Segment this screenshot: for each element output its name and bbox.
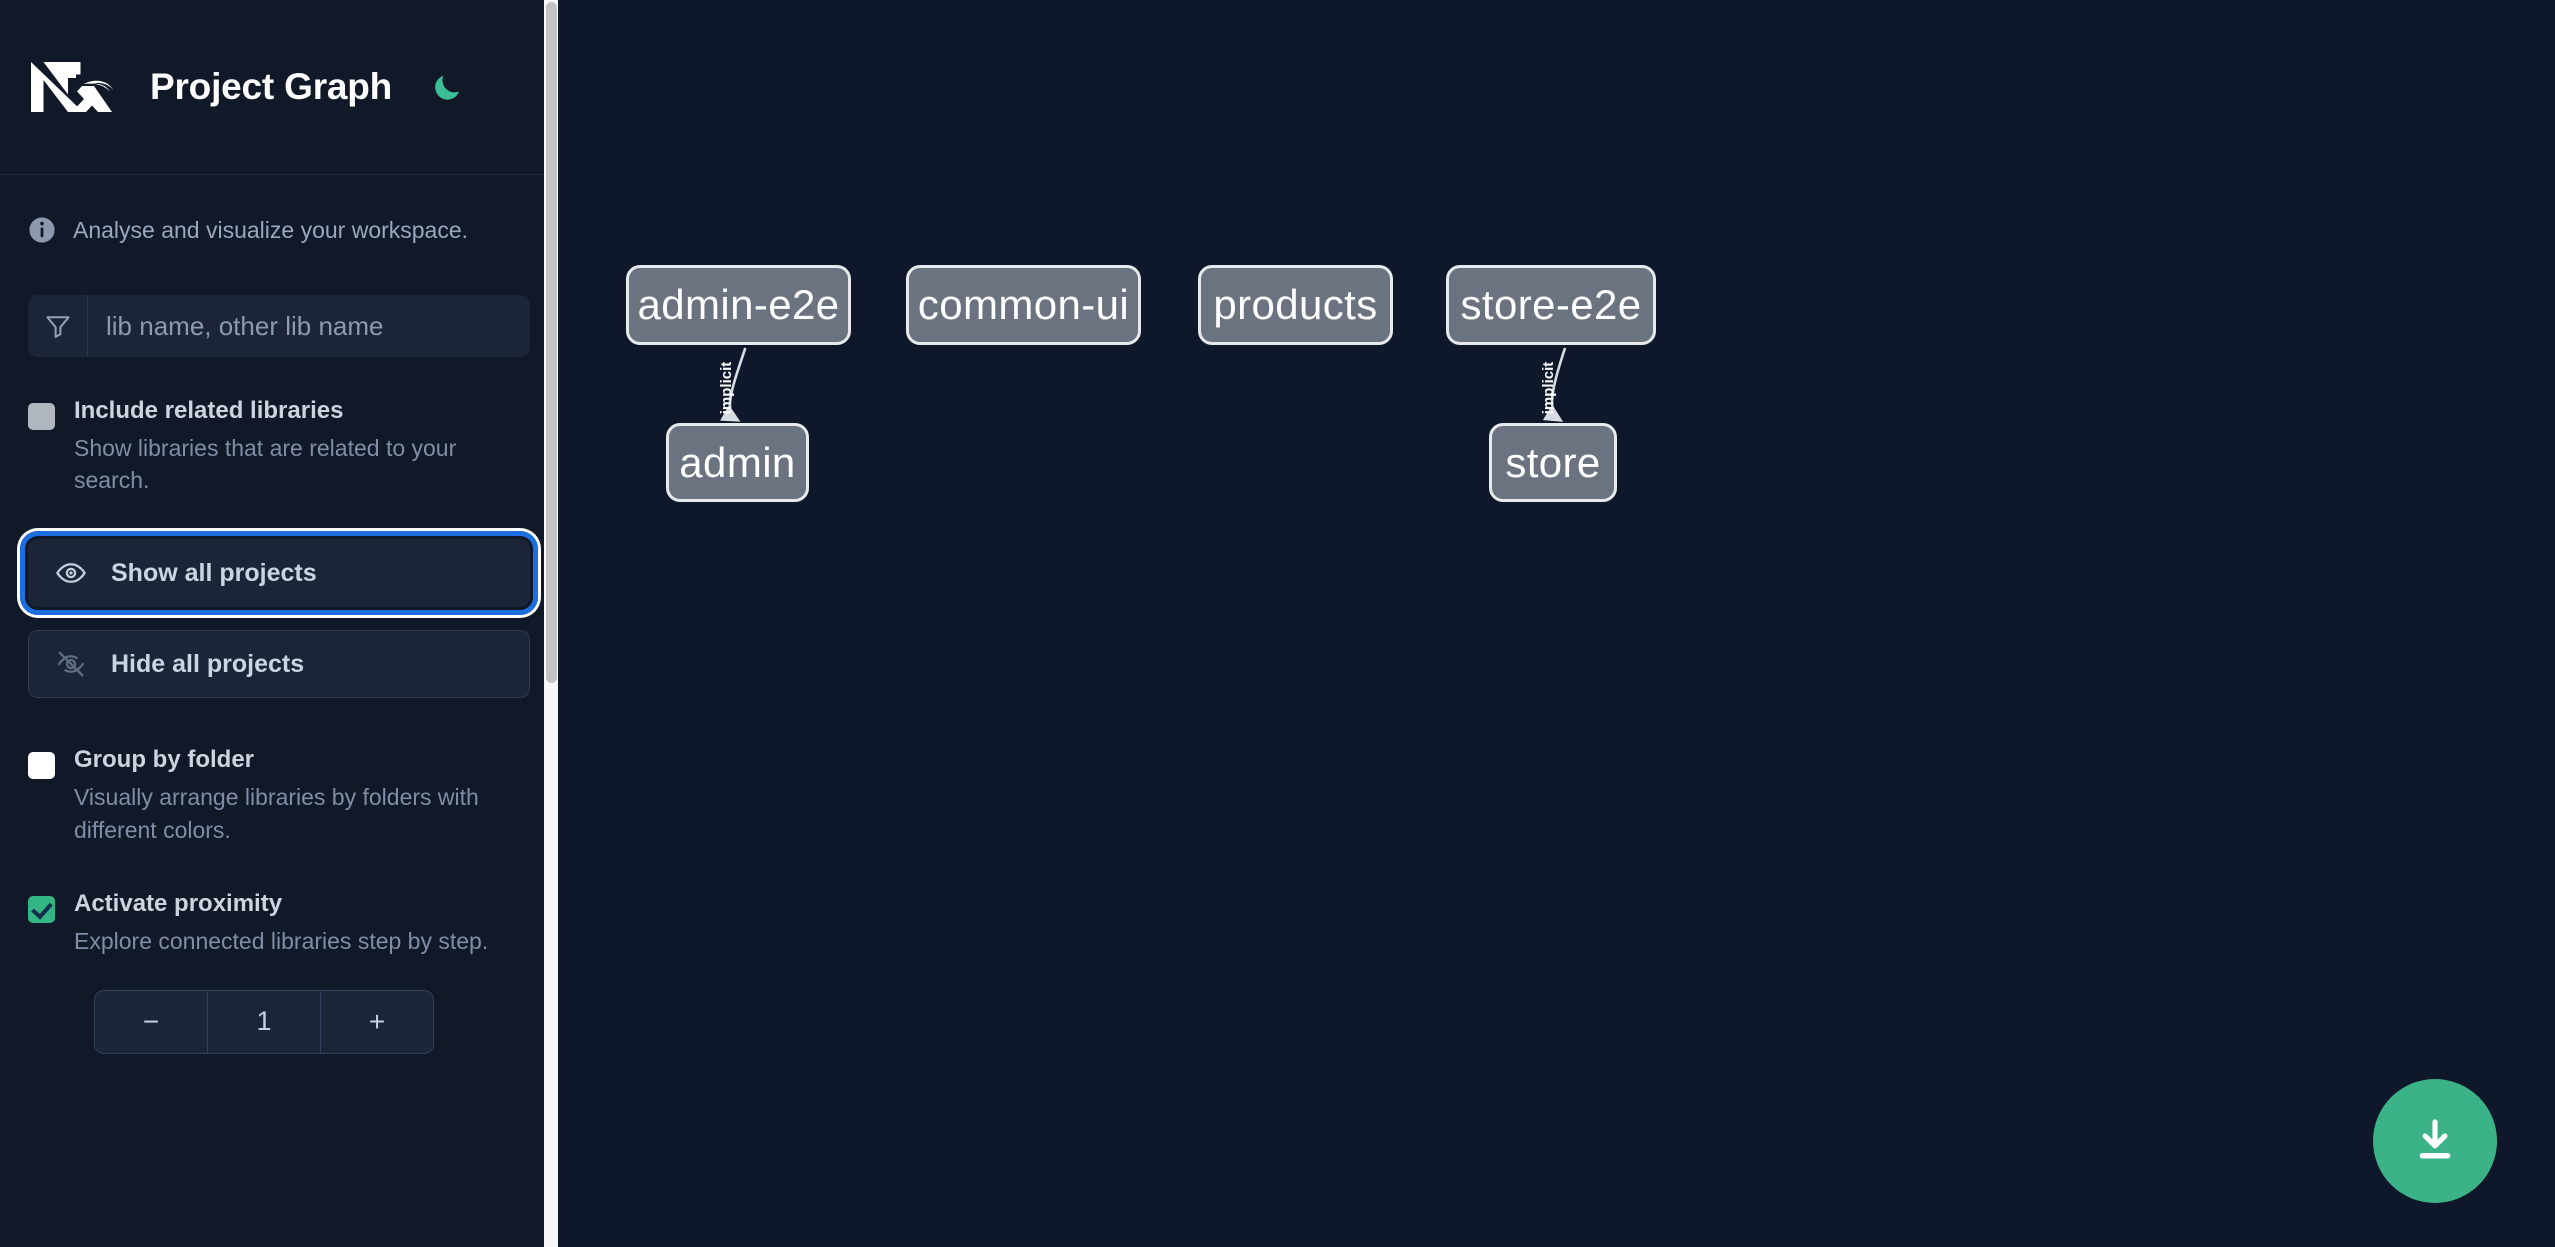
graph-node-store[interactable]: store xyxy=(1489,423,1617,502)
download-graph-button[interactable] xyxy=(2373,1079,2497,1203)
show-all-projects-label: Show all projects xyxy=(111,558,317,587)
stepper-divider-right xyxy=(320,990,321,1053)
page-title: Project Graph xyxy=(150,66,393,107)
moon-icon[interactable] xyxy=(424,64,470,110)
group-by-folder-description: Visually arrange libraries by folders wi… xyxy=(74,783,479,843)
edge-label-admin: implicit xyxy=(718,362,735,414)
stepper-divider-left xyxy=(207,990,208,1053)
visibility-buttons: Show all projects Hide all projects xyxy=(20,531,538,699)
info-icon xyxy=(28,216,56,244)
option-group-by-folder[interactable]: Group by folder Visually arrange librari… xyxy=(28,746,530,846)
graph-node-common-ui[interactable]: common-ui xyxy=(906,265,1141,345)
show-all-projects-button[interactable]: Show all projects xyxy=(20,531,538,616)
graph-node-label: admin-e2e xyxy=(637,281,840,328)
hide-all-projects-button[interactable]: Hide all projects xyxy=(28,630,530,699)
graph-node-admin[interactable]: admin xyxy=(666,423,809,502)
sidebar-header: Project Graph xyxy=(0,0,558,175)
option-include-related-libraries[interactable]: Include related libraries Show libraries… xyxy=(28,397,530,497)
activate-proximity-label: Activate proximity xyxy=(74,890,283,918)
graph-node-label: store xyxy=(1505,438,1601,486)
graph-node-store-e2e[interactable]: store-e2e xyxy=(1446,265,1656,345)
graph-node-label: store-e2e xyxy=(1460,281,1642,328)
proximity-decrement-button[interactable]: − xyxy=(95,990,207,1053)
search-field[interactable] xyxy=(28,295,530,357)
graph-node-label: admin xyxy=(679,438,796,486)
graph-node-label: common-ui xyxy=(917,281,1130,328)
eye-icon xyxy=(55,557,87,589)
graph-edges: implicit implicit xyxy=(718,347,1567,422)
include-related-libraries-checkbox[interactable] xyxy=(28,403,55,430)
graph-node-label: products xyxy=(1213,281,1378,328)
activate-proximity-checkbox[interactable] xyxy=(28,896,55,924)
include-related-libraries-label: Include related libraries xyxy=(74,397,344,424)
group-by-folder-label: Group by folder xyxy=(74,746,254,774)
workspace-note-text: Analyse and visualize your workspace. xyxy=(73,216,469,243)
sidebar-scrollbar-thumb[interactable] xyxy=(546,2,557,683)
proximity-increment-button[interactable]: + xyxy=(321,990,433,1053)
edge-label-store: implicit xyxy=(1540,362,1557,414)
sidebar-scrollbar[interactable] xyxy=(544,0,558,1247)
graph-node-admin-e2e[interactable]: admin-e2e xyxy=(626,265,851,345)
proximity-stepper[interactable]: − 1 + xyxy=(94,989,434,1054)
workspace-note: Analyse and visualize your workspace. xyxy=(0,175,558,285)
graph-canvas[interactable]: implicit implicit admin-e2e common-ui pr… xyxy=(558,0,2555,1247)
nx-logo-icon xyxy=(28,56,116,118)
search-input[interactable] xyxy=(88,295,530,357)
sidebar: Project Graph Analyse and visualize your… xyxy=(0,0,558,1247)
download-icon xyxy=(2408,1113,2462,1170)
hide-all-projects-label: Hide all projects xyxy=(111,649,305,678)
graph-node-products[interactable]: products xyxy=(1198,265,1393,345)
filter-funnel-icon xyxy=(28,295,88,357)
sidebar-body: Include related libraries Show libraries… xyxy=(0,295,558,1054)
group-by-folder-checkbox[interactable] xyxy=(28,752,55,780)
eye-slash-icon xyxy=(55,648,87,680)
include-related-libraries-description: Show libraries that are related to your … xyxy=(74,434,457,494)
activate-proximity-description: Explore connected libraries step by step… xyxy=(74,928,489,955)
proximity-value: 1 xyxy=(208,990,320,1053)
option-activate-proximity[interactable]: Activate proximity Explore connected lib… xyxy=(28,890,530,957)
